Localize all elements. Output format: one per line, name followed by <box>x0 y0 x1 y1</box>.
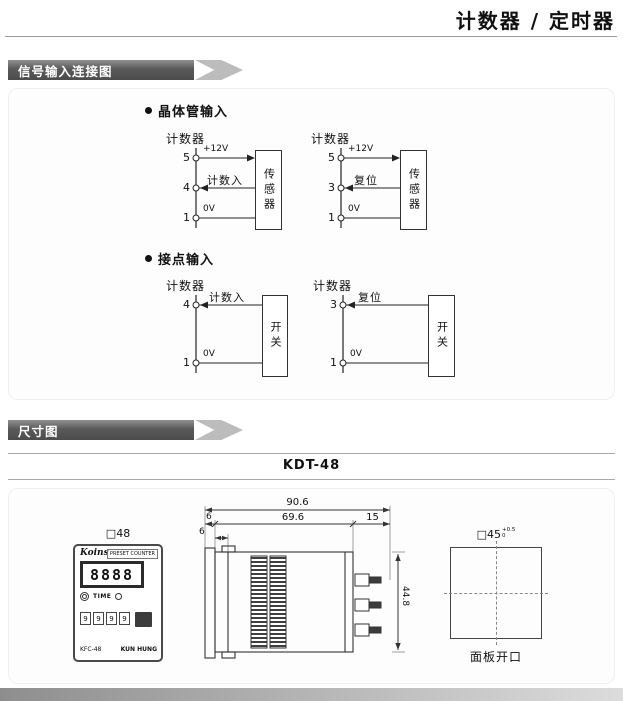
wiring-graphic <box>339 295 428 373</box>
centerline-vertical <box>496 541 497 645</box>
terminal-number: 4 <box>183 181 190 194</box>
maker-label: KUN HUNG <box>120 646 157 653</box>
heading-label: 接点输入 <box>158 253 215 268</box>
cutout-size-label: □45 +0.5 0 <box>443 527 549 541</box>
dim-height: 44.8 <box>400 586 410 607</box>
terminal-number: 5 <box>328 151 335 164</box>
sensor-box: 传感器 <box>400 150 427 230</box>
panel-cutout-drawing: □45 +0.5 0 面板开口 <box>443 527 558 668</box>
terminal-number: 1 <box>330 356 337 369</box>
led-display: 8888 <box>80 561 144 588</box>
indicator-ring-icon <box>80 592 89 601</box>
model-header: KDT-48 <box>282 458 341 473</box>
product-name-label: PRESET COUNTER <box>106 549 158 559</box>
footer-bar <box>0 688 623 701</box>
transistor-input-heading: 晶体管输入 <box>145 101 228 120</box>
sensor-box: 传感器 <box>255 150 282 230</box>
dim-body-length: 69.6 <box>281 512 305 523</box>
wire-label: 计数入 <box>207 174 243 187</box>
indicator-row: TIME <box>80 592 123 601</box>
bullet-icon <box>145 107 152 114</box>
terminal-number: 3 <box>328 181 335 194</box>
device-label: 计数器 <box>313 279 353 293</box>
page-title: 计数器 / 定时器 <box>455 9 615 33</box>
bullet-icon <box>145 255 152 262</box>
digit-key: 9 <box>93 612 104 625</box>
banner-label: 信号输入连接图 <box>8 60 194 80</box>
front-panel-drawing: □48 Koins PRESET COUNTER 8888 TIME 9 9 9… <box>70 527 166 675</box>
model-divider-top <box>8 453 615 454</box>
wire-label: +12V <box>348 144 374 154</box>
wire-label: 0V <box>203 349 215 359</box>
signal-section-panel <box>8 88 615 400</box>
wiring-diagram-transistor-count: 计数器 5 4 1 +12V 计数入 0V 传感器 <box>165 130 285 236</box>
tolerance-upper: +0.5 <box>502 527 516 533</box>
wiring-graphic <box>192 295 262 373</box>
cutout-tolerance: +0.5 0 <box>502 527 515 539</box>
wire-label: 复位 <box>354 174 378 187</box>
wire-label: 0V <box>348 204 360 214</box>
wire-label: 0V <box>350 349 362 359</box>
indicator-dot-icon <box>115 593 123 600</box>
dim-total-width: 90.6 <box>286 497 309 508</box>
device-label: 计数器 <box>166 132 206 146</box>
terminal-number: 5 <box>183 151 190 164</box>
section-banner-signal: 信号输入连接图 <box>8 60 243 80</box>
time-label: TIME <box>93 593 112 600</box>
wiring-diagram-transistor-reset: 计数器 5 3 1 +12V 复位 0V 传感器 <box>310 130 430 236</box>
terminal-number: 4 <box>183 298 190 311</box>
banner-arrow-icon <box>195 60 243 80</box>
digit-key: 9 <box>80 612 91 625</box>
front-panel-bezel: Koins PRESET COUNTER 8888 TIME 9 9 9 9 K… <box>73 544 163 662</box>
terminal-number: 1 <box>183 356 190 369</box>
dim-terminal-length: 15 <box>366 512 379 523</box>
section-banner-dimensions: 尺寸图 <box>8 420 243 440</box>
tolerance-lower: 0 <box>502 533 506 539</box>
terminal-number: 3 <box>330 298 337 311</box>
wiring-graphic <box>192 148 255 228</box>
terminal-number: 1 <box>328 211 335 224</box>
wire-label: +12V <box>203 144 229 154</box>
wiring-diagram-contact-reset: 计数器 3 1 复位 0V 开关 <box>312 277 458 383</box>
heading-label: 晶体管输入 <box>158 105 229 120</box>
header-divider <box>5 36 617 37</box>
digit-key: 9 <box>119 612 130 625</box>
wire-label: 计数入 <box>209 291 245 304</box>
contact-input-heading: 接点输入 <box>145 249 214 268</box>
banner-arrow-icon <box>195 420 243 440</box>
cutout-size: □45 <box>476 528 502 541</box>
key-row: 9 9 9 9 <box>80 612 152 627</box>
brand-logo: Koins <box>80 548 109 558</box>
model-number-label: KFC-48 <box>80 646 102 653</box>
wire-label: 复位 <box>358 291 382 304</box>
wiring-graphic <box>337 148 400 228</box>
side-view-graphic <box>204 506 405 659</box>
wire-label: 0V <box>203 204 215 214</box>
digit-key: 9 <box>106 612 117 625</box>
switch-box: 开关 <box>428 295 455 377</box>
reset-key <box>135 612 152 627</box>
device-label: 计数器 <box>166 279 206 293</box>
side-view-drawing: 90.6 6 69.6 15 6 44.8 <box>193 497 423 675</box>
device-label: 计数器 <box>311 132 351 146</box>
front-size-label: □48 <box>105 527 131 540</box>
switch-box: 开关 <box>262 295 288 377</box>
cutout-caption: 面板开口 <box>469 650 522 664</box>
wiring-diagram-contact-count: 计数器 4 1 计数入 0V 开关 <box>165 277 293 383</box>
terminal-number: 1 <box>183 211 190 224</box>
model-divider-bottom <box>8 479 615 480</box>
banner-label: 尺寸图 <box>8 420 194 440</box>
dim-flange: 6 <box>199 527 205 537</box>
dim-bezel-depth: 6 <box>206 512 212 522</box>
